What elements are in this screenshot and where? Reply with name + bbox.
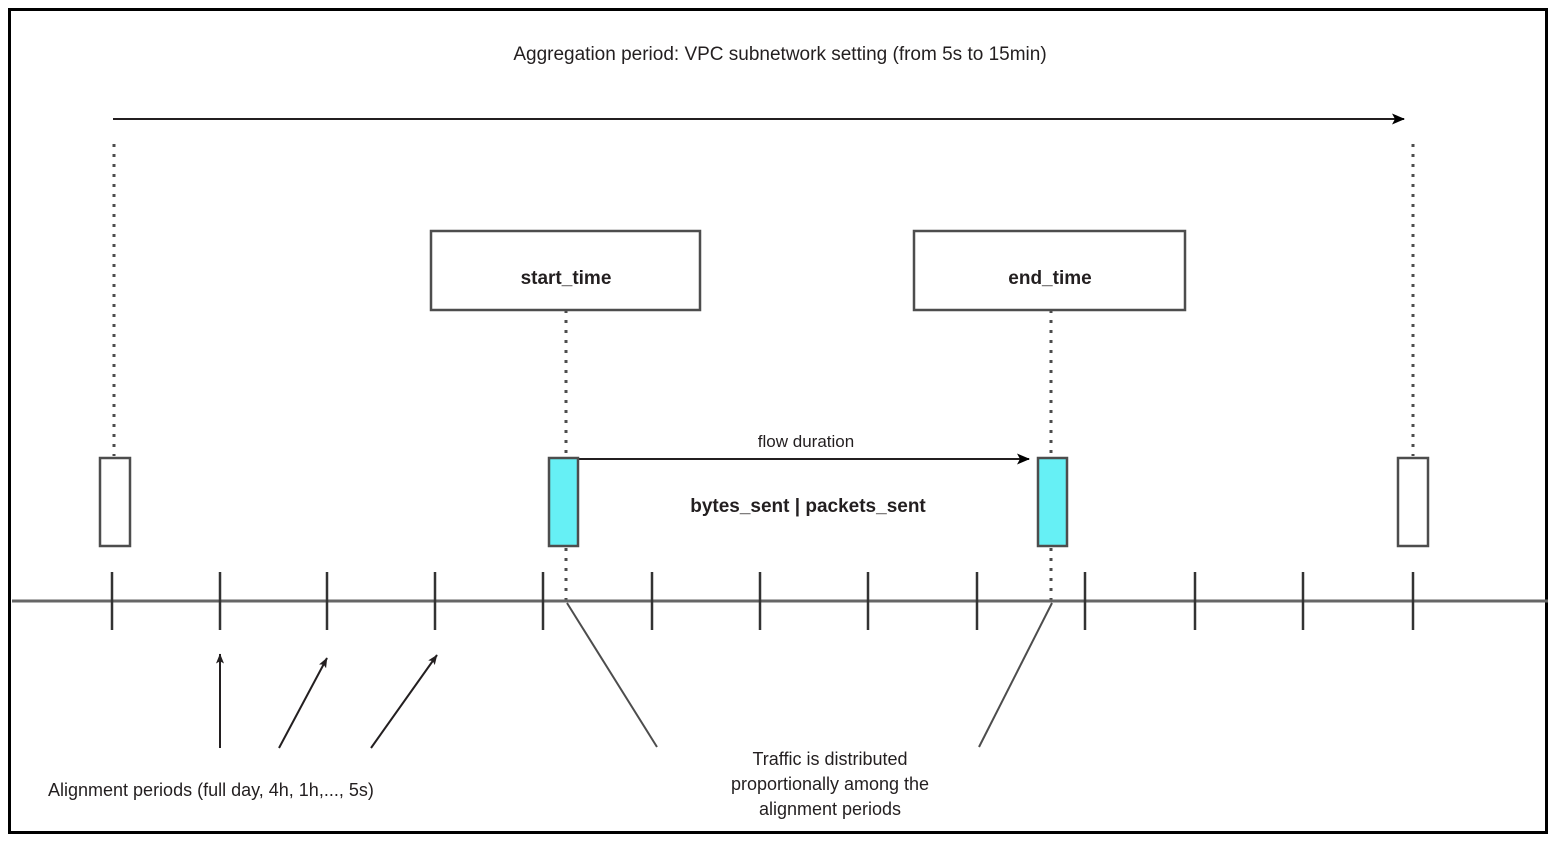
diagram-frame [8, 8, 1548, 834]
flow-metrics-label: bytes_sent | packets_sent [690, 496, 926, 517]
flow-end-leader-line [978, 602, 1053, 748]
end-time-box-label: end_time [1008, 268, 1091, 289]
flow-start-leader-line [566, 602, 658, 748]
alignment-periods-note: Alignment periods (full day, 4h, 1h,...,… [48, 780, 374, 800]
traffic-note-line-2: proportionally among the [731, 774, 929, 794]
traffic-note-line-3: alignment periods [759, 799, 901, 819]
flow-end-marker [1036, 456, 1069, 548]
start-time-box[interactable] [429, 229, 702, 312]
aggregation-start-marker [98, 456, 132, 548]
start-time-box-label: start_time [521, 268, 612, 289]
traffic-note-line-1: Traffic is distributed [752, 749, 907, 769]
page-title: Aggregation period: VPC subnetwork setti… [513, 44, 1046, 65]
flow-duration-label: flow duration [758, 432, 854, 451]
alignment-callout-arrow-3 [370, 654, 438, 749]
alignment-callout-arrow-2 [278, 657, 328, 749]
timeline-ticks [110, 572, 1415, 630]
flow-start-marker [547, 456, 580, 548]
end-time-box[interactable] [912, 229, 1187, 312]
aggregation-end-marker [1396, 456, 1430, 548]
